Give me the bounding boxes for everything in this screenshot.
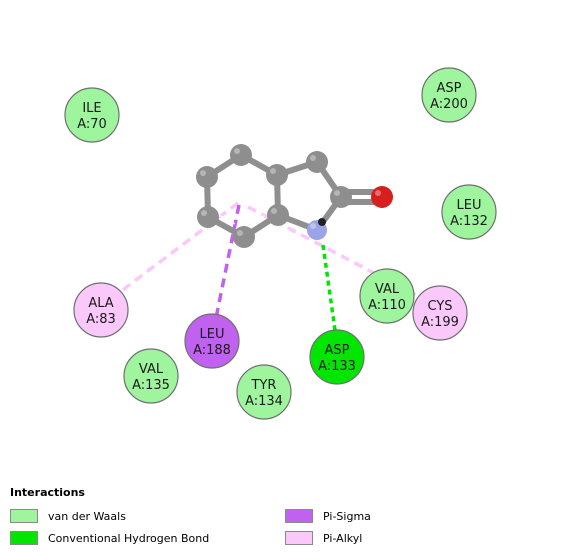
hydrogen-bond-line-asp133 (321, 244, 337, 331)
residue-name: ALA (88, 296, 113, 311)
residue-id: A:83 (86, 312, 116, 327)
legend-swatch (10, 531, 38, 545)
residue-id: A:132 (450, 214, 488, 229)
residue-disc (73, 282, 129, 338)
legend-item-pi-alkyl: Pi-Alkyl (285, 530, 362, 546)
legend-title: Interactions (10, 486, 85, 499)
residue-id: A:199 (421, 315, 459, 330)
residue-id: A:70 (77, 117, 107, 132)
residue-id: A:133 (318, 359, 356, 374)
residue-disc (309, 329, 365, 385)
residue-name: ASP (325, 343, 350, 358)
residue-disc (236, 364, 292, 420)
residue-disc (441, 184, 497, 240)
residue-id: A:135 (132, 378, 170, 393)
residue-name: VAL (139, 362, 164, 377)
residue-disc (412, 285, 468, 341)
residue-disc (421, 67, 477, 123)
legend-swatch (285, 531, 313, 545)
residue-name: VAL (375, 282, 400, 297)
pi-sigma-line-leu188 (214, 204, 241, 319)
residue-disc (64, 87, 120, 143)
ligand-molecule (196, 144, 393, 248)
residue-name: ASP (437, 81, 462, 96)
residue-name: TYR (251, 378, 277, 393)
legend-swatch (10, 509, 38, 523)
legend-item-pi-sigma: Pi-Sigma (285, 508, 371, 524)
residue-disc (184, 313, 240, 369)
residue-name: CYS (427, 299, 452, 314)
legend-label: Conventional Hydrogen Bond (48, 531, 210, 545)
legend-label: Pi-Alkyl (323, 531, 363, 545)
legend-label: Pi-Sigma (323, 509, 371, 523)
pi-alkyl-line-ala83 (118, 201, 240, 294)
residue-id: A:200 (430, 97, 468, 112)
legend-swatch (285, 509, 313, 523)
legend-item-hydrogen-bond: Conventional Hydrogen Bond (10, 530, 209, 546)
residue-id: A:188 (193, 343, 231, 358)
residue-disc (123, 348, 179, 404)
residue-name: ILE (82, 101, 101, 116)
residue-name: LEU (200, 327, 225, 342)
residue-id: A:110 (368, 298, 406, 313)
residue-disc (359, 268, 415, 324)
residue-id: A:134 (245, 394, 283, 409)
legend-item-van-der-waals: van der Waals (10, 508, 126, 524)
legend-label: van der Waals (48, 509, 126, 523)
residue-name: LEU (457, 198, 482, 213)
